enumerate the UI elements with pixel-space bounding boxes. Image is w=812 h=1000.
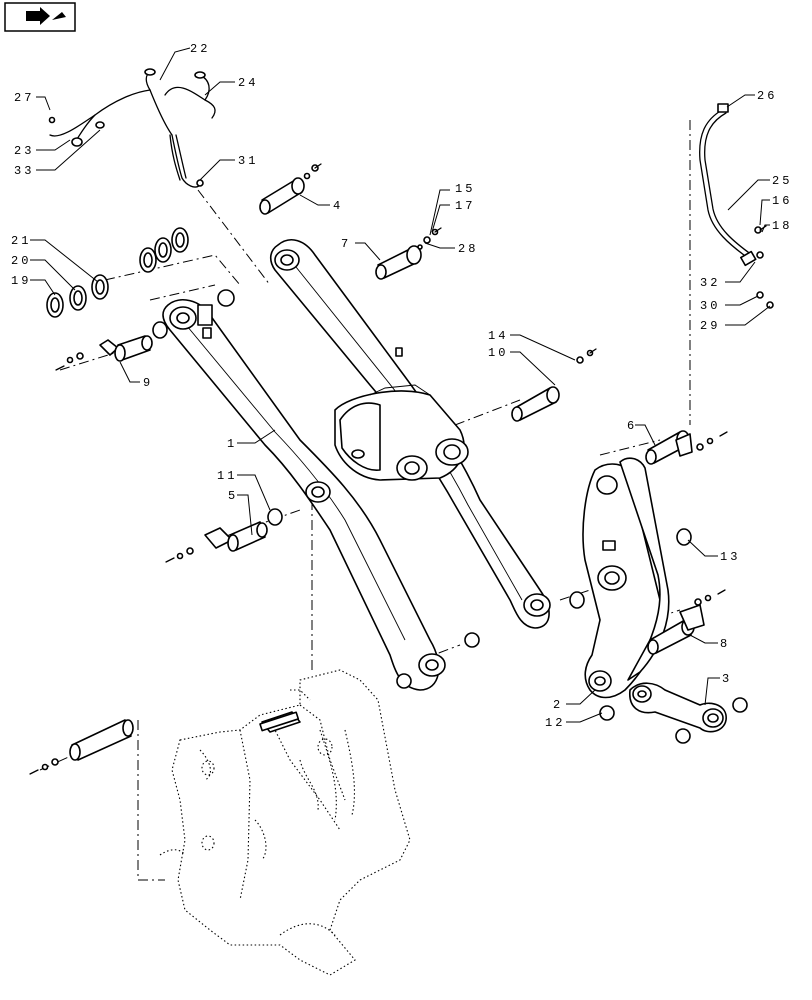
bellcrank <box>582 457 670 699</box>
pin-8 <box>647 604 705 655</box>
leader-lines <box>30 47 771 723</box>
label-10: 10 <box>488 346 508 360</box>
label-14: 14 <box>488 329 508 343</box>
pin-7 <box>375 245 422 280</box>
loader-frame <box>159 669 411 976</box>
pin-9 <box>99 335 153 362</box>
link <box>629 682 727 733</box>
label-28: 28 <box>458 242 478 256</box>
label-1: 1 <box>227 437 237 451</box>
label-25: 25 <box>772 174 792 188</box>
label-19: 19 <box>11 274 31 288</box>
pin-lower <box>69 719 134 761</box>
shims <box>46 227 189 318</box>
label-6: 6 <box>627 419 637 433</box>
label-23: 23 <box>14 144 34 158</box>
label-22: 22 <box>190 42 210 56</box>
pin-6 <box>645 430 693 465</box>
label-33: 33 <box>14 164 34 178</box>
label-12: 12 <box>545 716 565 730</box>
label-24: 24 <box>238 76 258 90</box>
label-18: 18 <box>772 219 792 233</box>
hydraulic-tube <box>699 103 774 309</box>
label-20: 20 <box>11 254 31 268</box>
label-15: 15 <box>455 182 475 196</box>
label-21: 21 <box>11 234 31 248</box>
next-page-button[interactable] <box>4 2 76 32</box>
label-17: 17 <box>455 199 475 213</box>
label-13: 13 <box>720 550 740 564</box>
bolts <box>29 163 767 775</box>
label-27: 27 <box>14 91 34 105</box>
label-8: 8 <box>720 637 730 651</box>
next-page-arrow-icon <box>26 7 66 25</box>
label-11: 11 <box>217 469 237 483</box>
label-7: 7 <box>341 237 351 251</box>
label-2: 2 <box>553 698 563 712</box>
wire-harness <box>48 68 216 188</box>
part-labels: 27 23 33 22 24 31 4 7 15 17 28 14 10 9 2… <box>11 42 792 730</box>
label-31: 31 <box>238 154 258 168</box>
pin-4 <box>259 177 305 215</box>
label-26: 26 <box>757 89 777 103</box>
loader-arm-left <box>162 299 446 691</box>
cross-tube <box>334 384 469 481</box>
label-29: 29 <box>700 319 720 333</box>
label-5: 5 <box>228 489 238 503</box>
label-3: 3 <box>722 672 732 686</box>
label-32: 32 <box>700 276 720 290</box>
label-9: 9 <box>143 376 153 390</box>
label-16: 16 <box>772 194 792 208</box>
label-30: 30 <box>700 299 720 313</box>
label-4: 4 <box>333 199 343 213</box>
pin-10 <box>511 386 560 422</box>
pin-5 <box>204 521 268 552</box>
retaining-rings <box>152 289 748 744</box>
